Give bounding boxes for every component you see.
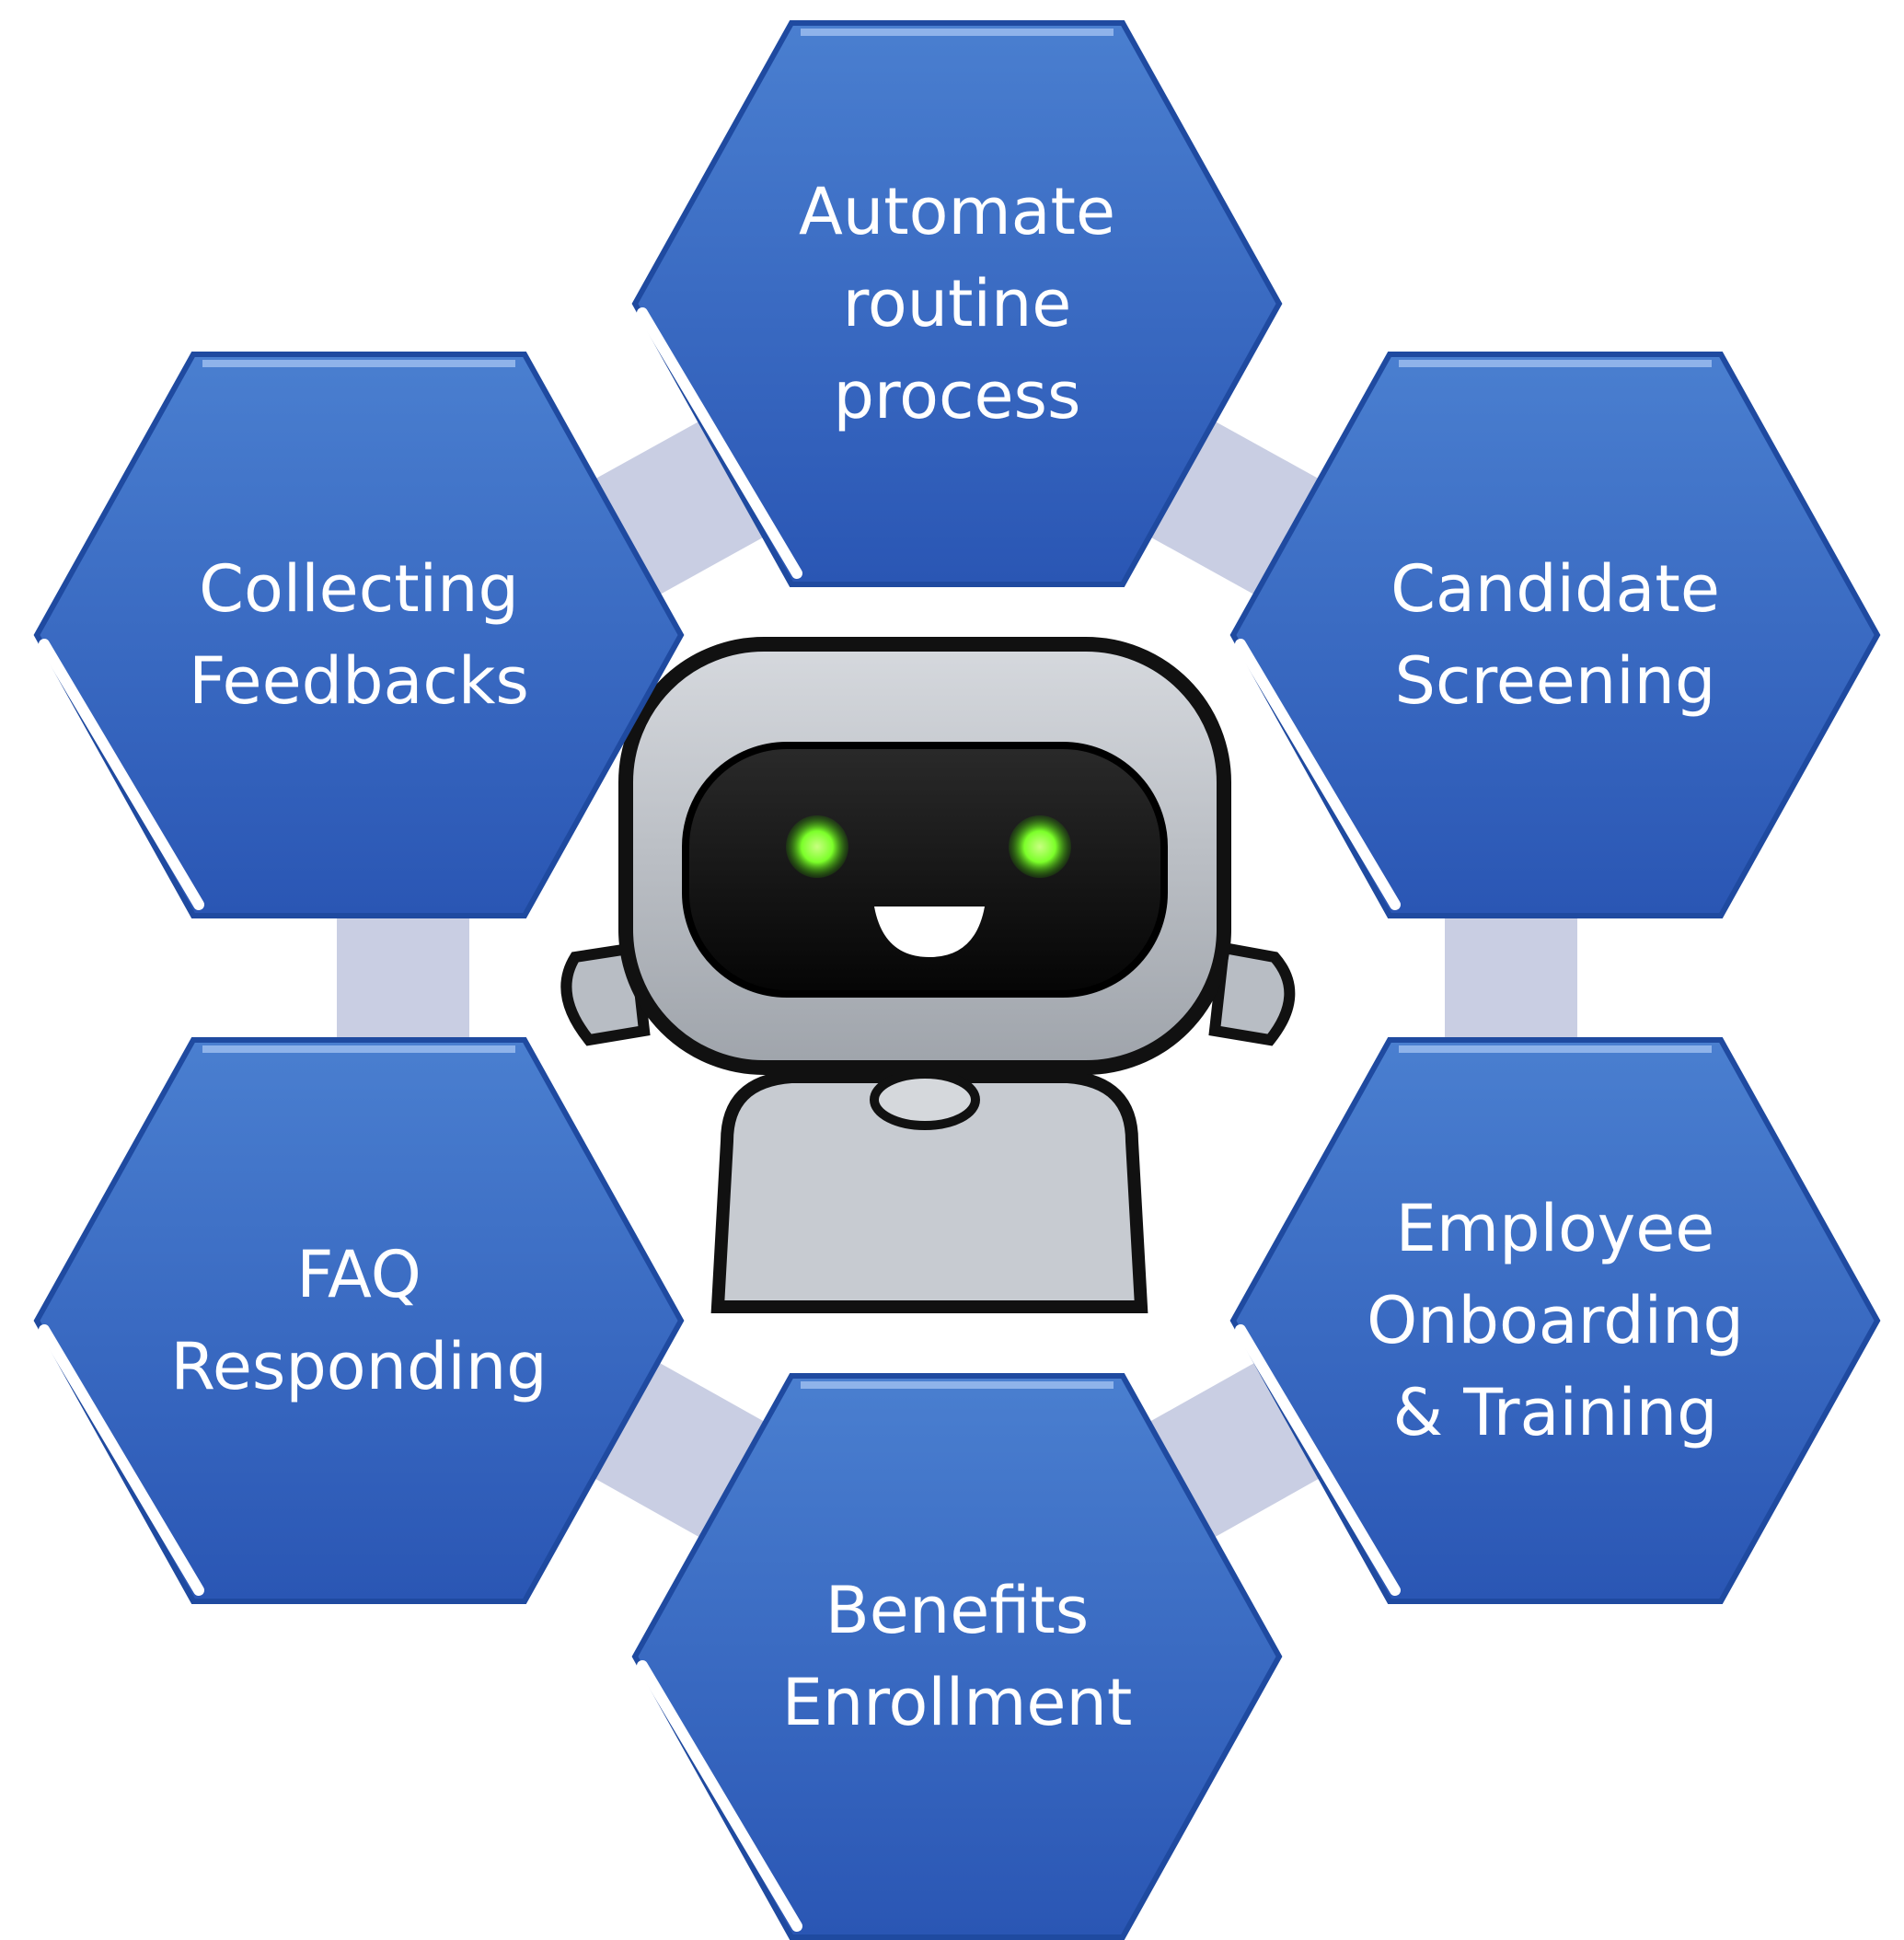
hex-label-line: Screening bbox=[1395, 643, 1716, 719]
hex-node-faq: FAQ Responding bbox=[33, 1037, 685, 1604]
hex-highlight bbox=[1235, 1324, 1401, 1596]
robot-right-ear bbox=[1208, 941, 1296, 1046]
hex-node-automate: Automate routine process bbox=[631, 20, 1283, 587]
hex-label-line: Collecting bbox=[199, 551, 519, 627]
hex-label-line: FAQ bbox=[296, 1237, 421, 1312]
robot-smile bbox=[874, 906, 985, 957]
hex-highlight bbox=[637, 307, 802, 579]
hex-label-line: Automate bbox=[799, 174, 1115, 249]
hex-label-line: Candidate bbox=[1390, 551, 1720, 627]
hex-label-line: Enrollment bbox=[782, 1665, 1133, 1740]
hex-highlight bbox=[1235, 639, 1401, 910]
hex-label-line: routine bbox=[843, 266, 1072, 341]
hex-shape bbox=[33, 1037, 685, 1604]
hex-label-automate: Automate routine process bbox=[799, 174, 1115, 433]
robot-left-eye bbox=[786, 815, 848, 878]
hex-label-line: process bbox=[834, 358, 1081, 433]
robot-body bbox=[710, 1070, 1148, 1313]
hex-shape bbox=[631, 1373, 1283, 1940]
hex-shape bbox=[1229, 1037, 1881, 1604]
robot-face-screen bbox=[682, 742, 1168, 998]
hex-label-line: Responding bbox=[170, 1329, 547, 1404]
hex-highlight bbox=[637, 1660, 802, 1932]
hex-label-line: Benefits bbox=[825, 1573, 1090, 1648]
robot-neck bbox=[870, 1069, 980, 1130]
hex-label-line: Onboarding bbox=[1367, 1283, 1744, 1358]
hex-label-line: Employee bbox=[1396, 1191, 1715, 1266]
hex-label-line: Feedbacks bbox=[189, 643, 529, 719]
hex-shape bbox=[33, 352, 685, 918]
hex-label-line: & Training bbox=[1392, 1375, 1717, 1450]
hex-highlight bbox=[39, 639, 204, 910]
robot-right-eye bbox=[1009, 815, 1071, 878]
hex-shape bbox=[1229, 352, 1881, 918]
hex-shape bbox=[631, 20, 1283, 587]
robot-icon bbox=[557, 635, 1344, 1316]
hex-highlight bbox=[39, 1324, 204, 1596]
hex-label-faq: FAQ Responding bbox=[170, 1237, 547, 1404]
